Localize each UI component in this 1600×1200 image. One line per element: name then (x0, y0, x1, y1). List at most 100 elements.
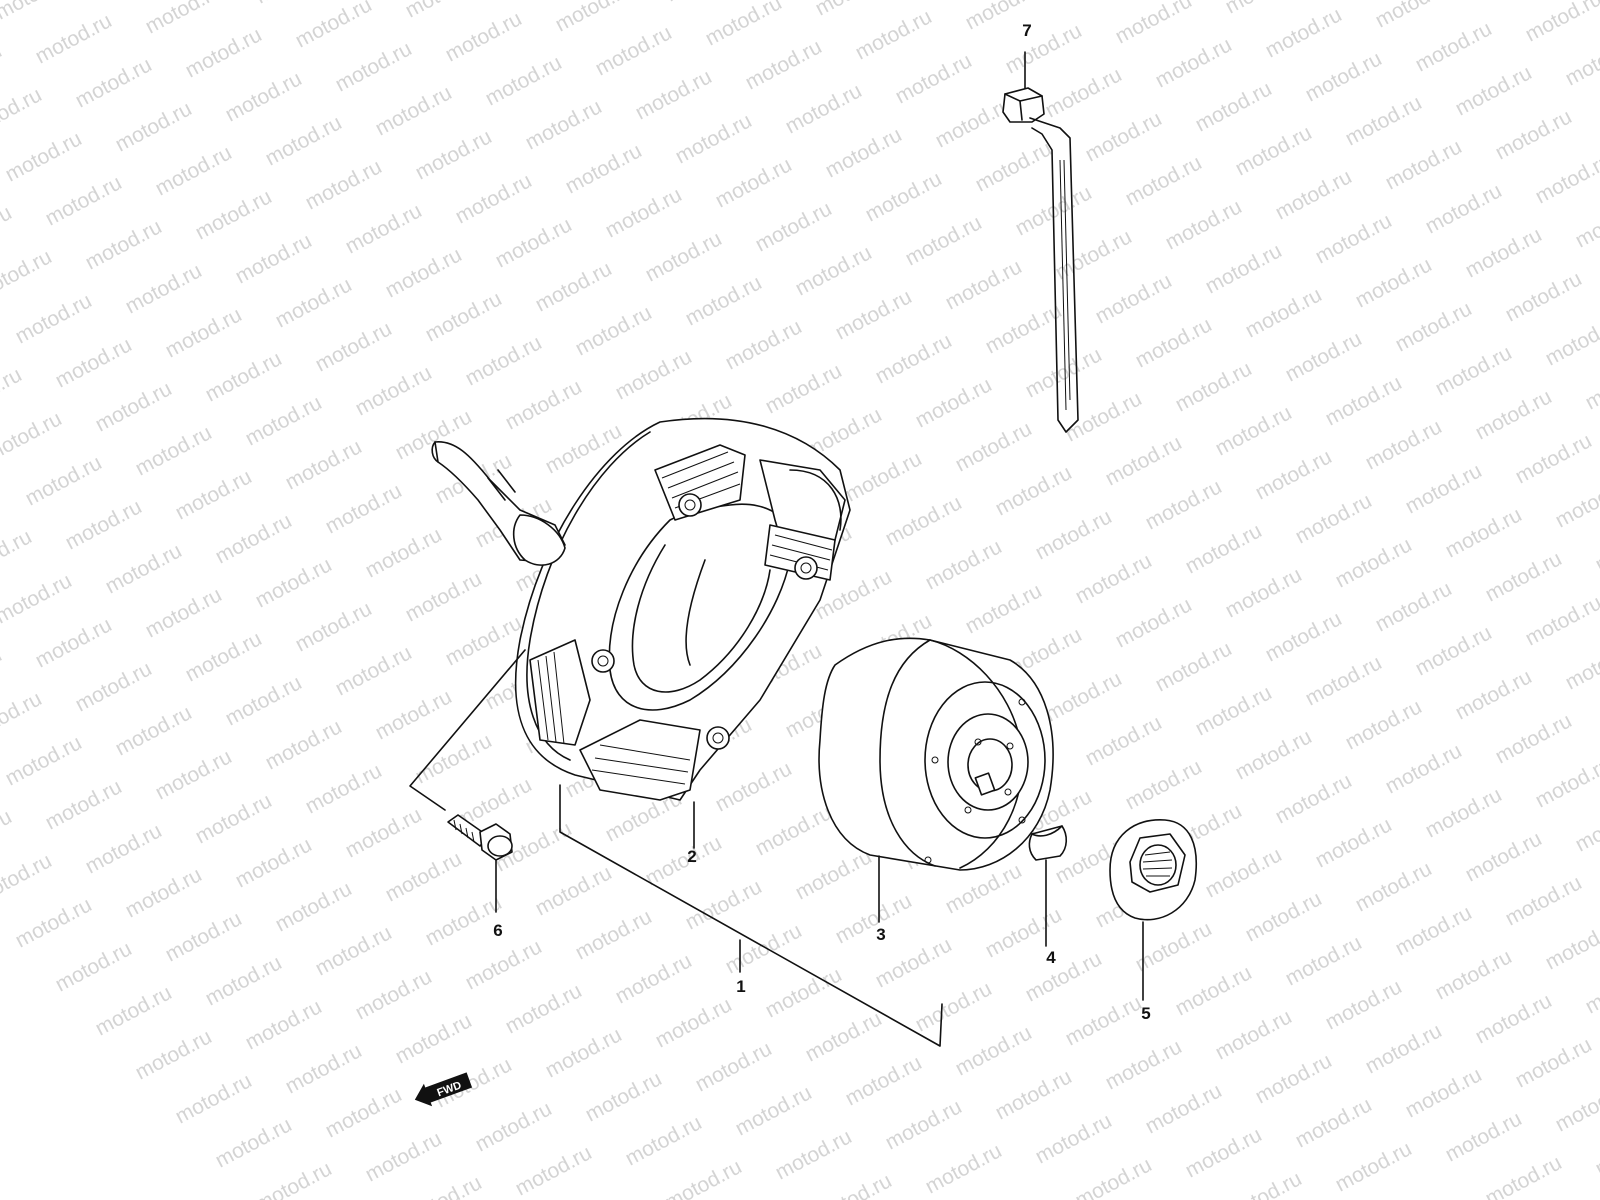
watermark-text: motod.ru (442, 7, 526, 66)
watermark-text: motod.ru (462, 935, 546, 994)
watermark-text: motod.ru (1282, 327, 1366, 386)
watermark-text: motod.ru (0, 83, 46, 142)
watermark-text: motod.ru (912, 373, 996, 432)
watermark-text: motod.ru (352, 965, 436, 1024)
leader-lines (409, 51, 1144, 1047)
watermark-text: motod.ru (472, 1097, 556, 1156)
watermark-text: motod.ru (222, 67, 306, 126)
watermark-text: motod.ru (992, 461, 1076, 520)
watermark-text: motod.ru (1562, 635, 1600, 694)
watermark-text: motod.ru (0, 849, 56, 908)
watermark-text: motod.ru (832, 285, 916, 344)
watermark-text: motod.ru (542, 1023, 626, 1082)
watermark-text: motod.ru (1432, 341, 1516, 400)
watermark-text: motod.ru (1032, 505, 1116, 564)
watermark-text: motod.ru (1562, 31, 1600, 90)
watermark-text: motod.ru (0, 0, 76, 24)
watermark-text: motod.ru (232, 229, 316, 288)
watermark-text: motod.ru (1312, 813, 1396, 872)
watermark-text: motod.ru (42, 171, 126, 230)
watermark-text: motod.ru (72, 53, 156, 112)
watermark-text: motod.ru (692, 1037, 776, 1096)
stator-plate-part-2[interactable] (431, 417, 851, 801)
watermark-text: motod.ru (702, 0, 786, 50)
watermark-text: motod.ru (12, 893, 96, 952)
watermark-text: motod.ru (122, 863, 206, 922)
watermark-text: motod.ru (1552, 1077, 1600, 1136)
watermark-text: motod.ru (672, 109, 756, 168)
watermark-text: motod.ru (1102, 1035, 1186, 1094)
callout-5: 5 (1141, 1004, 1150, 1023)
callout-3: 3 (876, 925, 885, 944)
watermark-text: motod.ru (72, 657, 156, 716)
watermark-text: motod.ru (1372, 577, 1456, 636)
watermark-text: motod.ru (1272, 165, 1356, 224)
watermark-text: motod.ru (52, 937, 136, 996)
watermark-text: motod.ru (242, 995, 326, 1054)
rotor-part-3[interactable] (818, 637, 1054, 871)
watermark-text: motod.ru (442, 611, 526, 670)
watermark-text: motod.ru (1352, 253, 1436, 312)
watermark-text: motod.ru (642, 831, 726, 890)
watermark-text: motod.ru (502, 375, 586, 434)
watermark-text: motod.ru (1032, 1109, 1116, 1168)
watermark-text: motod.ru (642, 227, 726, 286)
watermark-text: motod.ru (812, 1169, 896, 1200)
watermark-text: motod.ru (1062, 387, 1146, 446)
watermark-text: motod.ru (1592, 517, 1600, 576)
watermark-text: motod.ru (32, 9, 116, 68)
watermark-text: motod.ru (1222, 0, 1306, 18)
watermark-text: motod.ru (662, 1155, 746, 1200)
watermark-text: motod.ru (1172, 357, 1256, 416)
watermark-text: motod.ru (0, 407, 66, 466)
key-part-4[interactable] (1028, 825, 1068, 861)
watermark-text: motod.ru (0, 363, 26, 422)
watermark-text: motod.ru (512, 1141, 596, 1200)
callout-labels: 1 2 3 4 5 6 7 (493, 21, 1150, 1023)
watermark-text: motod.ru (0, 525, 36, 584)
watermark-text: motod.ru (1422, 179, 1506, 238)
watermark-text: motod.ru (1312, 209, 1396, 268)
watermark-text: motod.ru (1402, 1063, 1486, 1122)
watermark-text: motod.ru (0, 39, 6, 98)
watermark-text: motod.ru (52, 333, 136, 392)
watermark-text: motod.ru (1332, 533, 1416, 592)
watermark-text: motod.ru (332, 37, 416, 96)
watermark-text: motod.ru (852, 5, 936, 64)
watermark-text: motod.ru (962, 579, 1046, 638)
watermark-text: motod.ru (0, 805, 16, 864)
watermark-text: motod.ru (342, 199, 426, 258)
watermark-text: motod.ru (182, 23, 266, 82)
watermark-text: motod.ru (1022, 947, 1106, 1006)
watermark-text: motod.ru (1182, 519, 1266, 578)
watermark-text: motod.ru (1072, 0, 1156, 4)
watermark-text: motod.ru (1262, 3, 1346, 62)
watermark-text: motod.ru (602, 183, 686, 242)
watermark-text: motod.ru (162, 303, 246, 362)
watermark-text: motod.ru (382, 847, 466, 906)
watermark-text: motod.ru (1202, 239, 1286, 298)
watermark-text: motod.ru (1382, 135, 1466, 194)
watermark-text: motod.ru (662, 0, 746, 6)
watermark-text: motod.ru (172, 1069, 256, 1128)
watermark-text: motod.ru (1512, 429, 1596, 488)
watermark-text: motod.ru (342, 803, 426, 862)
watermark-text: motod.ru (62, 495, 146, 554)
watermark-text: motod.ru (222, 671, 306, 730)
bolt-part-6[interactable] (447, 814, 513, 861)
watermark-text: motod.ru (932, 93, 1016, 152)
watermark-text: motod.ru (882, 491, 966, 550)
cable-tie-part-7[interactable] (1002, 87, 1079, 433)
watermark-text: motod.ru (1492, 105, 1576, 164)
watermark-text: motod.ru (632, 65, 716, 124)
watermark-text: motod.ru (1482, 547, 1566, 606)
watermark-text: motod.ru (1472, 385, 1556, 444)
watermark-text: motod.ru (32, 613, 116, 672)
watermark-text: motod.ru (182, 627, 266, 686)
watermark-text: motod.ru (952, 1021, 1036, 1080)
watermark-text: motod.ru (1052, 225, 1136, 284)
nut-part-5[interactable] (1109, 819, 1197, 921)
watermark-text: motod.ru (452, 169, 536, 228)
watermark-text: motod.ru (892, 49, 976, 108)
watermark-text: motod.ru (572, 301, 656, 360)
